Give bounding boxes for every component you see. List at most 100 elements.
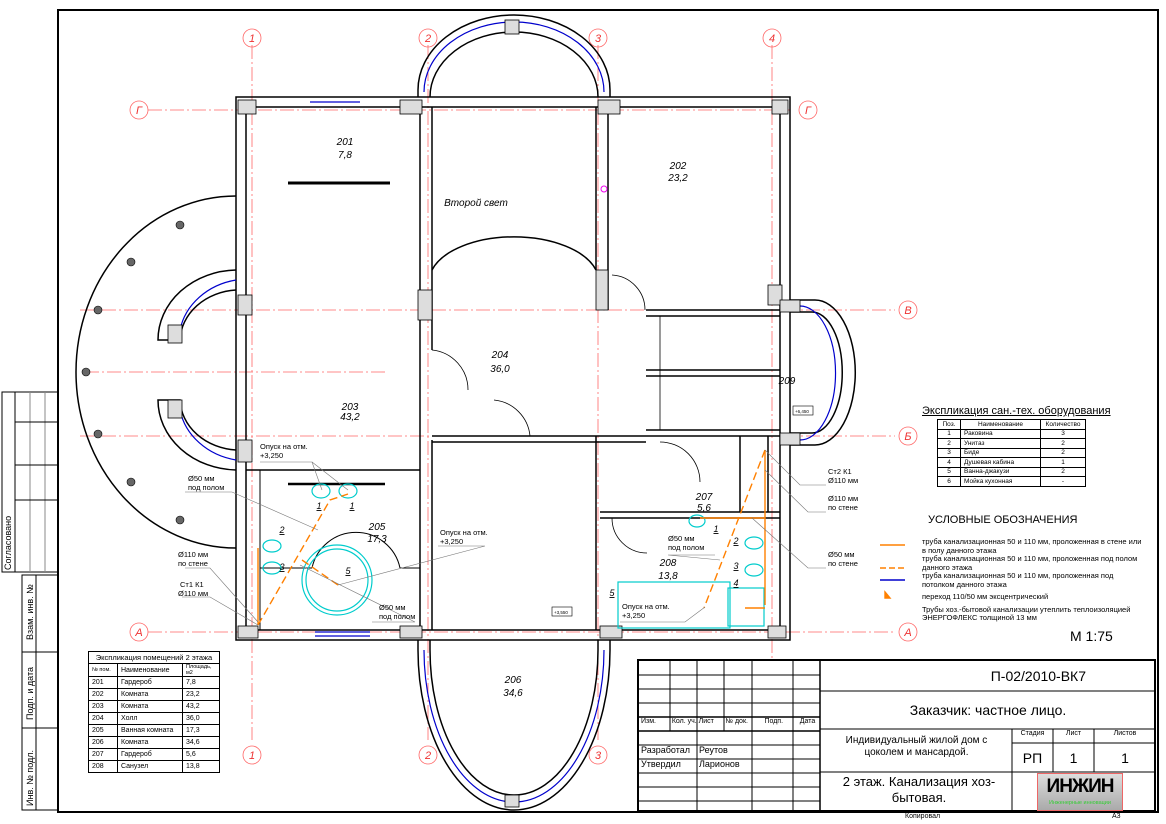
mark-sink: 1: [349, 501, 354, 511]
table-cell: 23,2: [182, 688, 220, 701]
sheets-value: 1: [1121, 750, 1129, 766]
equipment-header: Поз.: [937, 419, 961, 430]
table-cell: 13,8: [182, 760, 220, 773]
mark-sink: 1: [316, 501, 321, 511]
copied-label: Копировал: [905, 813, 941, 820]
fixtures: [262, 483, 765, 629]
table-cell: Ванна-джакузи: [960, 466, 1041, 477]
table-cell: 7,8: [182, 676, 220, 689]
table-cell: 2: [937, 438, 961, 449]
table-cell: Санузел: [117, 760, 183, 773]
table-cell: 34,6: [182, 736, 220, 749]
table-cell: 5: [937, 466, 961, 477]
axis-label-2: 2: [424, 33, 431, 45]
project-name: Индивидуальный жилой дом с цоколем и ман…: [845, 735, 988, 758]
room-205-area: 17,3: [367, 534, 387, 545]
table-cell: 1: [1040, 457, 1086, 468]
table-cell: 2: [1040, 438, 1086, 449]
mark-toilet: 2: [732, 536, 738, 546]
table-cell: Душевая кабина: [960, 457, 1041, 468]
rooms-header: Площадь, м2: [182, 663, 220, 677]
table-cell: Лист: [698, 718, 714, 725]
legend-item-reducer: переход 110/50 мм эксцентрический: [922, 592, 1049, 601]
table-cell: 3: [937, 447, 961, 458]
room-202-number: 202: [669, 161, 687, 172]
mark-shower: 4: [733, 578, 738, 588]
rooms-table: Экспликация помещений 2 этажа № пом.Наим…: [88, 651, 220, 773]
table-cell: Гардероб: [117, 676, 183, 689]
note-drop-205-bath: Опуск на отм.: [440, 528, 488, 537]
table-cell: 5,6: [182, 748, 220, 761]
sheets-label: Листов: [1113, 730, 1137, 737]
level-mark-1: +6,450: [795, 409, 809, 414]
note-d50-floor-left-2: под полом: [188, 483, 224, 492]
table-cell: 202: [88, 688, 118, 701]
developed-by: Реутов: [699, 745, 728, 755]
rooms-table-title: Экспликация помещений 2 этажа: [88, 651, 220, 664]
equipment-header: Наименование: [960, 419, 1041, 430]
sewer-pipes: [257, 449, 905, 626]
table-cell: 207: [88, 748, 118, 761]
table-cell: 2: [1040, 466, 1086, 477]
approved-label: Утвердил: [641, 759, 681, 769]
table-cell: Подп.: [764, 718, 784, 725]
room-201-number: 201: [336, 137, 354, 148]
room-202-area: 23,2: [667, 173, 688, 184]
sheet-label: Лист: [1065, 730, 1082, 737]
note-riser-st1: Ст1 К1: [180, 580, 204, 589]
note-drop-205-sinks: Опуск на отм.: [260, 442, 308, 451]
axis-label-a-right: А: [903, 627, 911, 639]
mark-bidet: 3: [733, 561, 738, 571]
side-inv-orig-label: Инв. № подл.: [25, 750, 35, 806]
table-cell: Изм.: [641, 718, 656, 725]
note-d50-floor-208: Ø50 мм: [668, 534, 695, 543]
table-cell: Холл: [117, 712, 183, 725]
scale-label: М 1:75: [1070, 628, 1113, 644]
legend-title: УСЛОВНЫЕ ОБОЗНАЧЕНИЯ: [928, 514, 1078, 526]
floor-plan-walls: [75, 14, 856, 811]
room-206-area: 34,6: [503, 688, 523, 699]
axis-label-1: 1: [249, 33, 255, 45]
note-d50-wall-right: Ø50 мм: [828, 550, 855, 559]
table-cell: 2: [1040, 447, 1086, 458]
table-cell: Биде: [960, 447, 1041, 458]
table-cell: Комната: [117, 700, 183, 713]
sheet-value: 1: [1069, 750, 1078, 766]
table-cell: 203: [88, 700, 118, 713]
table-cell: Мойка кухонная: [960, 476, 1041, 487]
room-207-number: 207: [695, 492, 713, 503]
table-cell: 205: [88, 724, 118, 737]
note-d50-floor-left: Ø50 мм: [188, 474, 215, 483]
note-d50-floor-bath-2: под полом: [379, 612, 415, 621]
stage-label: Стадия: [1020, 730, 1045, 737]
table-cell: Ванная комната: [117, 724, 183, 737]
table-cell: -: [1040, 476, 1086, 487]
room-204-area: 36,0: [490, 364, 510, 375]
axis-label-a: А: [134, 627, 142, 639]
customer-label: Заказчик: частное лицо.: [909, 702, 1067, 718]
table-cell: 36,0: [182, 712, 220, 725]
table-cell: № док.: [725, 718, 748, 725]
marker-point: [600, 185, 608, 193]
document-code: П-02/2010-ВК7: [990, 668, 1086, 684]
note-riser-st1-dia: Ø110 мм: [178, 589, 208, 598]
room-205-number: 205: [368, 522, 386, 533]
table-cell: 208: [88, 760, 118, 773]
table-cell: Гардероб: [117, 748, 183, 761]
room-203-number: 203: [341, 402, 359, 413]
legend-item-wall: труба канализационная 50 и 110 мм, проло…: [922, 537, 1142, 555]
table-cell: 4: [937, 457, 961, 468]
axis-label-g-right: Г: [805, 105, 812, 117]
side-inv-swap-label: Взам. инв. №: [25, 584, 35, 640]
level-mark-2: +3,550: [554, 610, 568, 615]
note-riser-st2-dia: Ø110 мм: [828, 476, 858, 485]
room-209-number: 209: [778, 376, 796, 387]
